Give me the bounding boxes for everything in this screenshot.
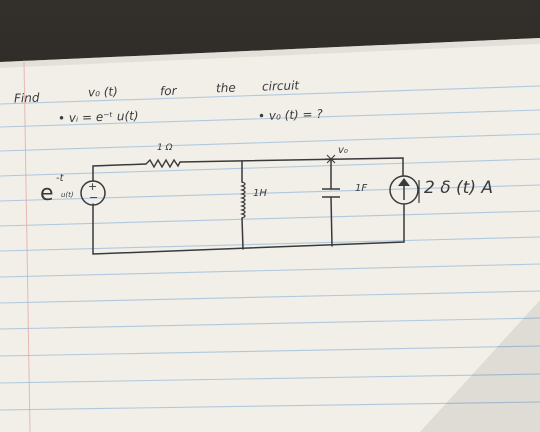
inductor-label: 1H xyxy=(253,188,267,199)
find-vo: v₀ (t) xyxy=(87,84,119,100)
find-word: Find xyxy=(13,90,40,106)
ruled-lines xyxy=(0,85,540,411)
capacitor-label: 1F xyxy=(355,183,368,194)
source-plus: + xyxy=(88,180,98,193)
current-source-symbol xyxy=(389,175,419,205)
paper-edge-shadow xyxy=(0,38,540,68)
capacitor-symbol xyxy=(322,188,340,198)
inductor-symbol xyxy=(239,181,246,219)
given-input: • vᵢ = e⁻ᵗ u(t) xyxy=(57,108,139,126)
resistor-symbol xyxy=(145,158,181,169)
paper-sheet xyxy=(0,38,540,432)
output-node-marker xyxy=(325,154,337,164)
asked-output: • v₀ (t) = ? xyxy=(257,106,323,124)
find-the: the xyxy=(215,80,236,96)
voltage-source-symbol xyxy=(80,180,106,206)
find-circuit: circuit xyxy=(261,78,300,94)
source-label-u: u(t) xyxy=(61,191,74,199)
current-source-label: 2 δ (t) A xyxy=(424,178,493,198)
source-label-exponent: -t xyxy=(56,173,64,184)
find-for: for xyxy=(159,83,177,99)
source-label-e: e xyxy=(40,181,54,206)
photo-shadow xyxy=(420,300,540,432)
output-node-label: v₀ xyxy=(338,145,348,156)
source-minus: − xyxy=(89,191,99,204)
margin-line xyxy=(23,59,31,432)
circuit-wires xyxy=(92,157,405,255)
resistor-label: 1 Ω xyxy=(157,143,173,153)
